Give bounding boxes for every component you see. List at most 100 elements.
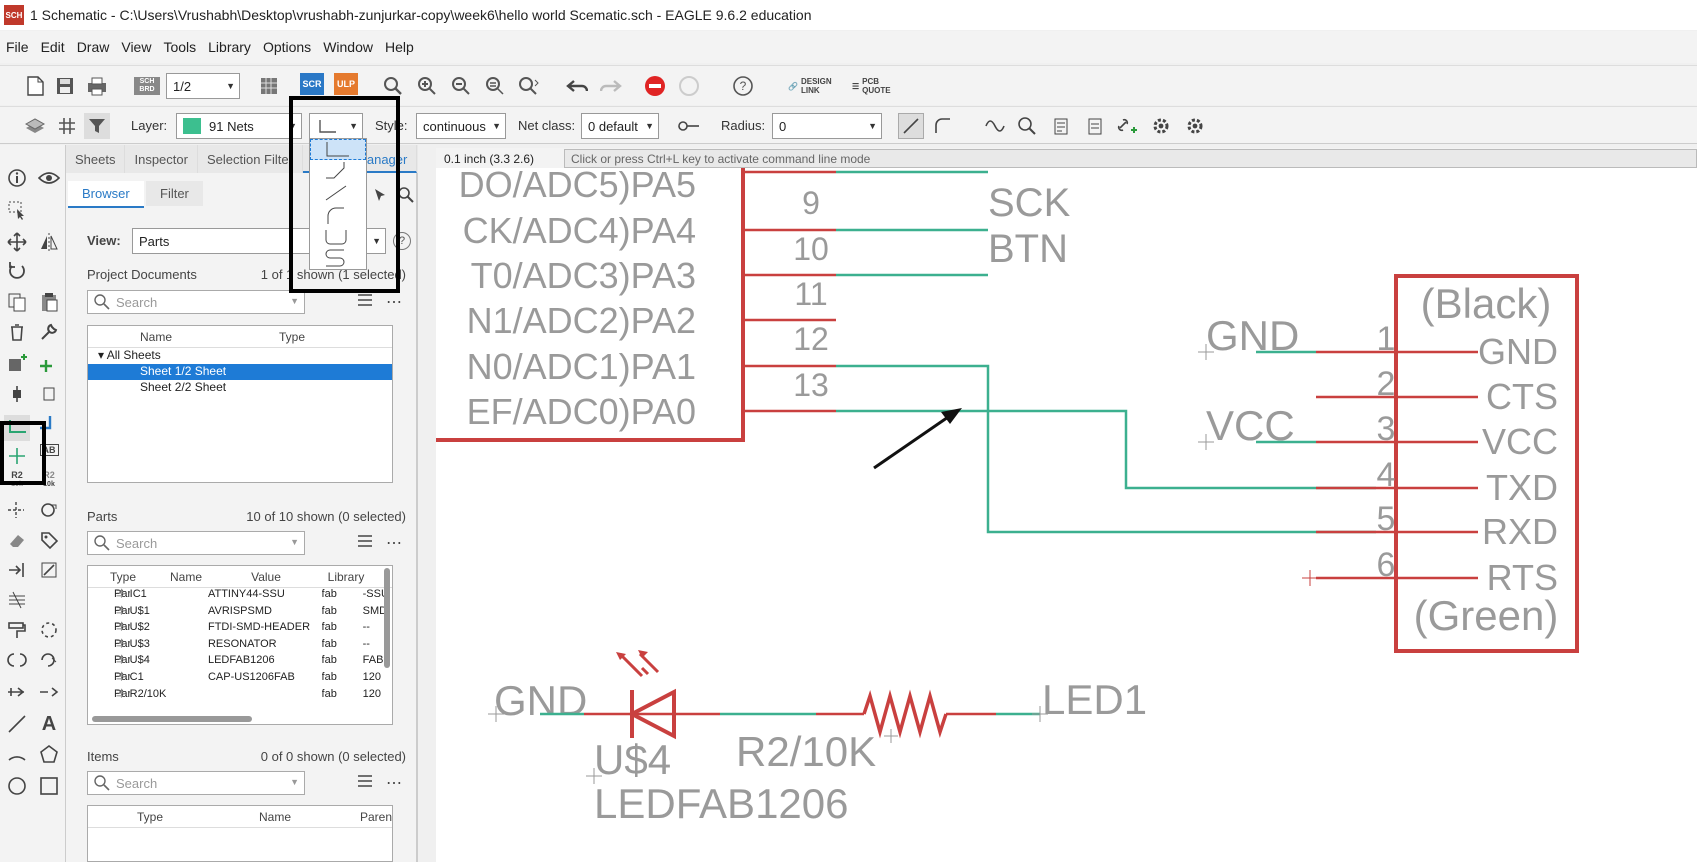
line-cap-flat-icon[interactable] [898,113,924,139]
bend-option-90[interactable] [310,139,366,160]
delete-icon[interactable] [4,319,30,345]
add-part-icon[interactable] [4,351,30,377]
mirror-icon[interactable] [36,229,62,255]
route-icon[interactable] [4,679,30,705]
more-icon[interactable]: ⋯ [386,775,402,792]
tab-selection-filter[interactable]: Selection Filter [198,145,303,173]
net-zoom-icon[interactable] [1014,113,1040,139]
ulp-button[interactable]: ULP [334,73,358,95]
settings-gear-icon[interactable] [1148,113,1174,139]
parts-header-type[interactable]: Type [109,570,136,584]
menu-library[interactable]: Library [208,39,251,55]
layers-icon[interactable] [22,113,48,139]
menu-draw[interactable]: Draw [76,39,110,55]
info-icon[interactable] [4,165,30,191]
tab-sheets[interactable]: Sheets [66,145,126,173]
go-icon[interactable] [676,73,702,99]
stop-icon[interactable] [642,73,668,99]
attribute-icon[interactable] [36,527,62,553]
paint-roller-icon[interactable] [4,617,30,643]
eraser-icon[interactable] [4,527,30,553]
more-icon[interactable]: ⋯ [386,535,402,552]
bend-option-arc[interactable] [310,204,366,226]
wrench-icon[interactable] [36,319,62,345]
menu-options[interactable]: Options [262,39,312,55]
rotate-group-icon[interactable] [36,647,62,673]
bend-option-freehand[interactable] [310,248,366,270]
sheet-select[interactable]: 1/2▼ [166,73,240,99]
split-icon[interactable] [4,587,30,613]
radius-select[interactable]: 0▼ [772,113,882,139]
add-pin-icon[interactable] [36,351,62,377]
zoom-redraw-icon[interactable] [482,73,508,99]
copy-icon[interactable] [4,289,30,315]
menu-window[interactable]: Window [323,39,373,55]
save-icon[interactable] [52,73,78,99]
print-icon[interactable] [84,73,110,99]
line-tool-icon[interactable] [4,711,30,737]
redo-icon[interactable] [598,73,624,99]
line-cap-round-icon[interactable] [930,113,956,139]
filter-icon[interactable] [84,113,110,139]
parts-search[interactable]: Search ▼ [87,531,305,555]
smash-icon[interactable] [4,497,30,523]
replace-icon[interactable] [36,381,62,407]
undo-icon[interactable] [564,73,590,99]
zoom-in-icon[interactable] [414,73,440,99]
pin-icon[interactable] [676,113,702,139]
menu-file[interactable]: File [6,39,29,55]
subtab-filter[interactable]: Filter [146,181,203,206]
table-icon[interactable] [256,73,282,99]
swap-gate-icon[interactable] [36,497,62,523]
value-icon[interactable] [4,381,30,407]
ripup-icon[interactable] [36,679,62,705]
tree-header-type[interactable]: Type [278,330,305,344]
design-link-button[interactable]: 🔗DESIGN LINK [788,73,833,99]
grid-icon[interactable] [54,113,80,139]
style-select[interactable]: continuous▼ [416,113,506,139]
view-help-icon[interactable]: ? [393,232,411,250]
menu-tools[interactable]: Tools [163,39,197,55]
list-view-icon[interactable] [356,773,376,794]
layer-select[interactable]: 91 Nets▼ [176,113,302,139]
settings-gear-2-icon[interactable] [1182,113,1208,139]
miter-icon[interactable] [36,617,62,643]
items-header-type[interactable]: Type [136,810,163,824]
zoom-area-icon[interactable] [516,73,542,99]
zoom-fit-icon[interactable] [380,73,406,99]
items-search[interactable]: Search ▼ [87,771,305,795]
text-tool-icon[interactable]: A [41,712,57,735]
circle-tool-icon[interactable] [4,773,30,799]
paste-icon[interactable] [36,289,62,315]
netclass-select[interactable]: 0 default▼ [581,113,659,139]
bend-option-straight[interactable] [310,182,366,204]
meander-icon[interactable] [982,113,1008,139]
zoom-out-icon[interactable] [448,73,474,99]
polygon-tool-icon[interactable] [36,741,62,767]
tree-header-name[interactable]: Name [139,330,172,344]
help-icon[interactable]: ? [730,73,756,99]
pcb-quote-button[interactable]: ☰PCB QUOTE [852,73,894,99]
arc-tool-icon[interactable] [4,741,30,767]
move-icon[interactable] [4,229,30,255]
erc-icon[interactable] [1048,113,1074,139]
menu-edit[interactable]: Edit [40,39,65,55]
parts-scrollbar[interactable] [384,568,390,668]
bend-option-45[interactable] [310,160,366,182]
add-link-icon[interactable] [1114,113,1140,139]
tab-inspector[interactable]: Inspector [125,145,198,173]
rotate-icon[interactable] [4,257,30,283]
tree-row[interactable]: Sheet 1/2 Sheet [88,364,392,380]
parts-header-name[interactable]: Name [169,570,202,584]
wire-bend-select[interactable]: ▼ [309,113,363,139]
sch-brd-switch-icon[interactable]: SCH BRD [134,73,160,99]
tree-row[interactable]: Sheet 2/2 Sheet [88,380,392,396]
